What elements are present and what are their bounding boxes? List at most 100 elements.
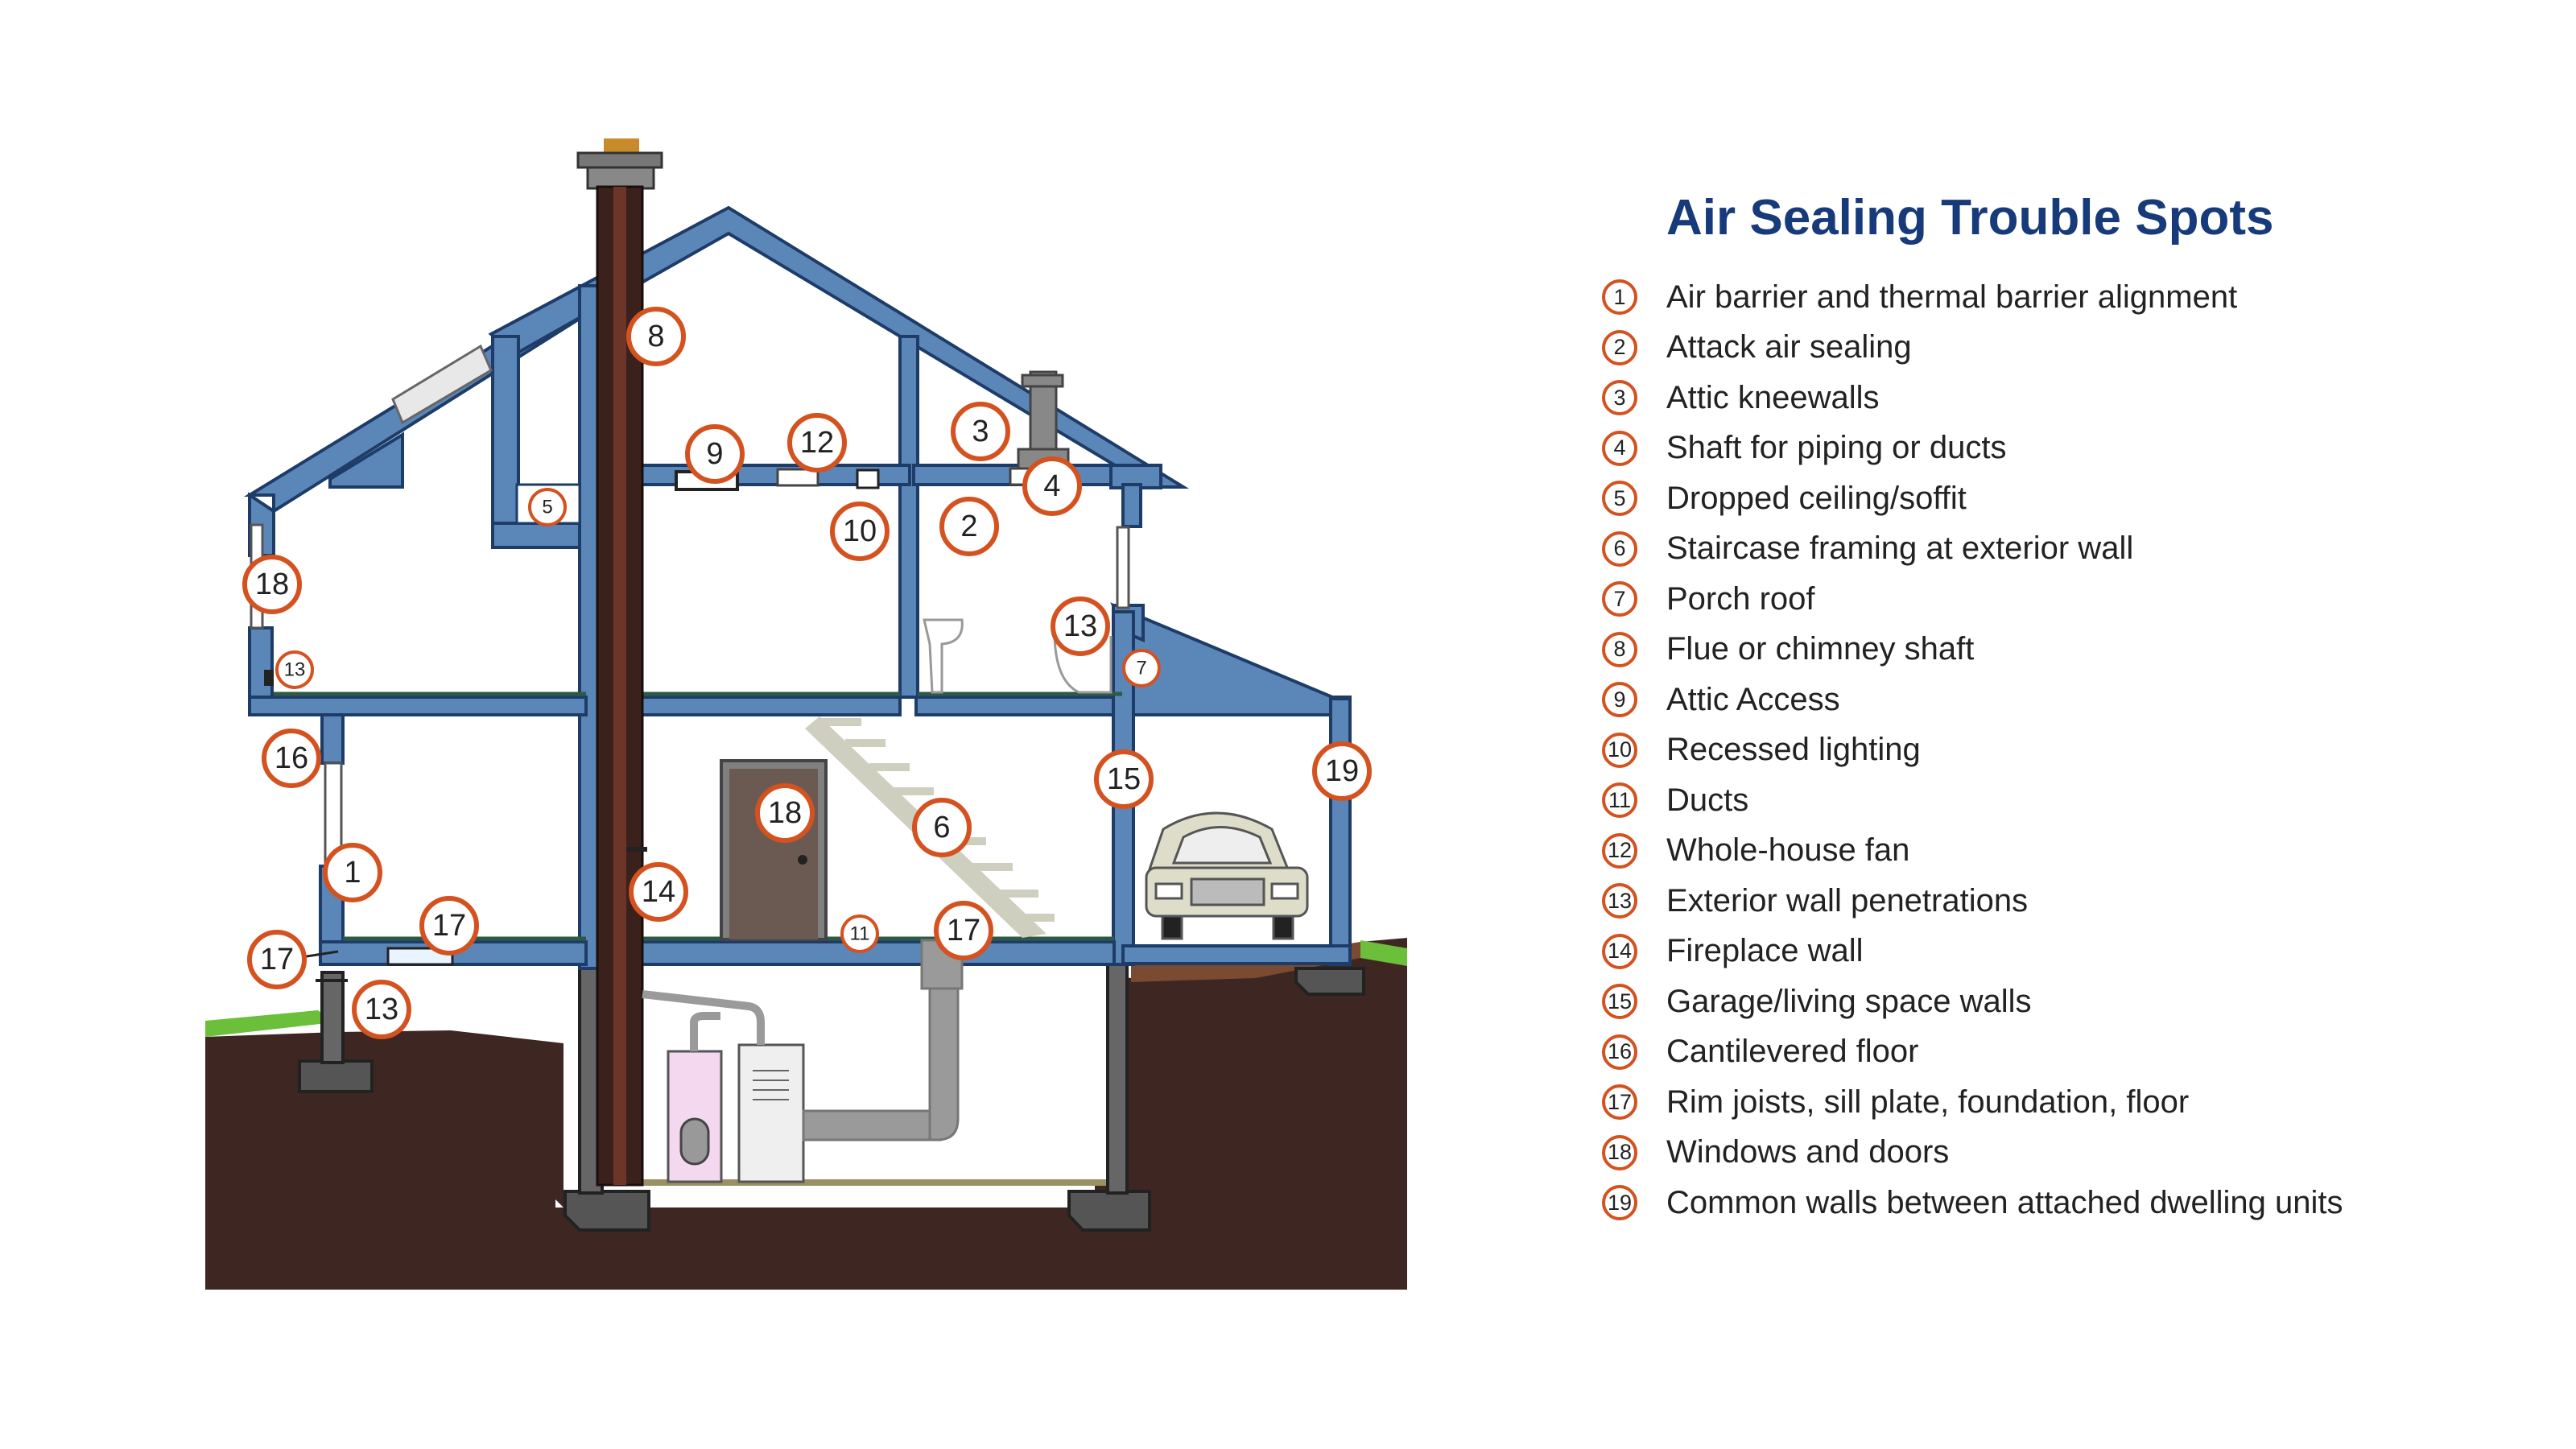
callout-number: 4 <box>1043 469 1060 503</box>
callout-circle <box>830 502 890 561</box>
legend-number-badge: 13 <box>1602 883 1637 919</box>
callout-number: 13 <box>365 993 398 1026</box>
wall-outlet <box>264 670 274 686</box>
legend-label: Air barrier and thermal barrier alignmen… <box>1666 279 2238 315</box>
legend-label: Fireplace wall <box>1666 933 1864 969</box>
recessed-light <box>856 469 880 489</box>
whole-house-fan <box>776 468 819 487</box>
legend-number-badge: 11 <box>1602 782 1637 819</box>
legend-number-badge: 8 <box>1602 631 1637 667</box>
callout-circle <box>262 729 321 788</box>
legend-label: Porch roof <box>1666 580 1815 617</box>
legend-label: Attic Access <box>1666 681 1840 717</box>
callout-marker: 5 <box>528 488 567 526</box>
callout-marker: 17 <box>247 930 307 989</box>
legend-label: Attack air sealing <box>1666 329 1912 365</box>
legend-number-badge: 1 <box>1602 279 1637 316</box>
callout-circle <box>629 862 688 922</box>
callout-marker: 19 <box>1312 741 1372 801</box>
callout-number: 7 <box>1136 658 1146 679</box>
callout-number: 13 <box>1063 609 1097 643</box>
callout-number: 17 <box>947 914 980 947</box>
callout-marker: 17 <box>419 896 479 956</box>
legend-label: Rim joists, sill plate, foundation, floo… <box>1666 1084 2190 1120</box>
legend-number-badge: 17 <box>1602 1084 1637 1121</box>
legend-item: 2 Attack air sealing <box>1602 323 2528 374</box>
callout-number: 12 <box>800 426 834 460</box>
callout-marker: 8 <box>626 307 686 366</box>
callout-circle <box>951 402 1010 461</box>
legend-list: 1 Air barrier and thermal barrier alignme… <box>1602 272 2528 1228</box>
legend-item: 17 Rim joists, sill plate, foundation, fl… <box>1602 1077 2528 1128</box>
callout-marker: 3 <box>951 402 1010 461</box>
attic-skylight <box>391 344 493 425</box>
callout-circle <box>685 424 745 484</box>
callout-circle <box>626 307 686 366</box>
legend-label: Whole-house fan <box>1666 832 1910 869</box>
legend-label: Exterior wall penetrations <box>1666 882 2029 919</box>
callout-marker: 16 <box>262 729 321 788</box>
callout-number: 14 <box>642 875 675 909</box>
callout-circle <box>323 843 382 902</box>
legend-label: Flue or chimney shaft <box>1666 631 1975 667</box>
vent-pipe <box>1017 370 1070 470</box>
callout-circle <box>912 798 972 857</box>
callout-circle <box>1022 456 1082 516</box>
callout-number: 17 <box>432 909 466 943</box>
legend-label: Staircase framing at exterior wall <box>1666 530 2134 567</box>
callout-marker: 18 <box>755 783 815 843</box>
fireplace-mark <box>626 847 647 852</box>
callout-marker: 13 <box>1051 597 1110 656</box>
legend-number-badge: 10 <box>1602 732 1637 768</box>
chimney-top <box>586 166 655 190</box>
callout-circle <box>939 497 999 556</box>
callout-circle <box>247 930 307 989</box>
callout-circle <box>840 914 879 953</box>
legend-label: Recessed lighting <box>1666 732 1921 768</box>
legend-number-badge: 9 <box>1602 682 1637 718</box>
legend-item: 13 Exterior wall penetrations <box>1602 876 2528 927</box>
callout-number: 16 <box>275 741 308 775</box>
callout-marker: 13 <box>352 980 411 1039</box>
callout-circle <box>1051 597 1110 656</box>
legend-label: Garage/living space walls <box>1666 983 2032 1019</box>
legend-label: Cantilevered floor <box>1666 1034 1919 1070</box>
callout-marker: 13 <box>275 650 314 689</box>
callout-circle <box>528 488 567 526</box>
legend-number-badge: 2 <box>1602 329 1637 365</box>
legend-number-badge: 6 <box>1602 530 1637 567</box>
callout-number: 18 <box>768 796 802 830</box>
callout-circle <box>242 555 302 614</box>
legend-label: Attic kneewalls <box>1666 379 1880 415</box>
callout-circle <box>755 783 815 843</box>
legend-label: Dropped ceiling/soffit <box>1666 480 1967 516</box>
callout-marker: 11 <box>840 914 879 953</box>
callout-marker: 2 <box>939 497 999 556</box>
callout-circle <box>787 413 847 473</box>
legend-item: 8 Flue or chimney shaft <box>1602 625 2528 675</box>
chimney-crown <box>576 151 663 169</box>
callout-marker: 18 <box>242 555 302 614</box>
foundation-walls <box>320 963 1129 1195</box>
pipes <box>642 990 765 1051</box>
callout-marker: 12 <box>787 413 847 473</box>
callout-number: 15 <box>1107 762 1141 796</box>
callout-number: 11 <box>850 923 870 945</box>
callout-marker: 7 <box>1122 649 1161 687</box>
callout-number: 6 <box>933 811 950 844</box>
legend-number-badge: 5 <box>1602 481 1637 517</box>
callout-number: 9 <box>706 437 723 471</box>
legend-label: Shaft for piping or ducts <box>1666 430 2007 466</box>
legend-label: Common walls between attached dwelling u… <box>1666 1184 2343 1220</box>
legend-item: 10 Recessed lighting <box>1602 725 2528 776</box>
callout-marker: 15 <box>1094 749 1154 809</box>
callout-marker: 4 <box>1022 456 1082 516</box>
